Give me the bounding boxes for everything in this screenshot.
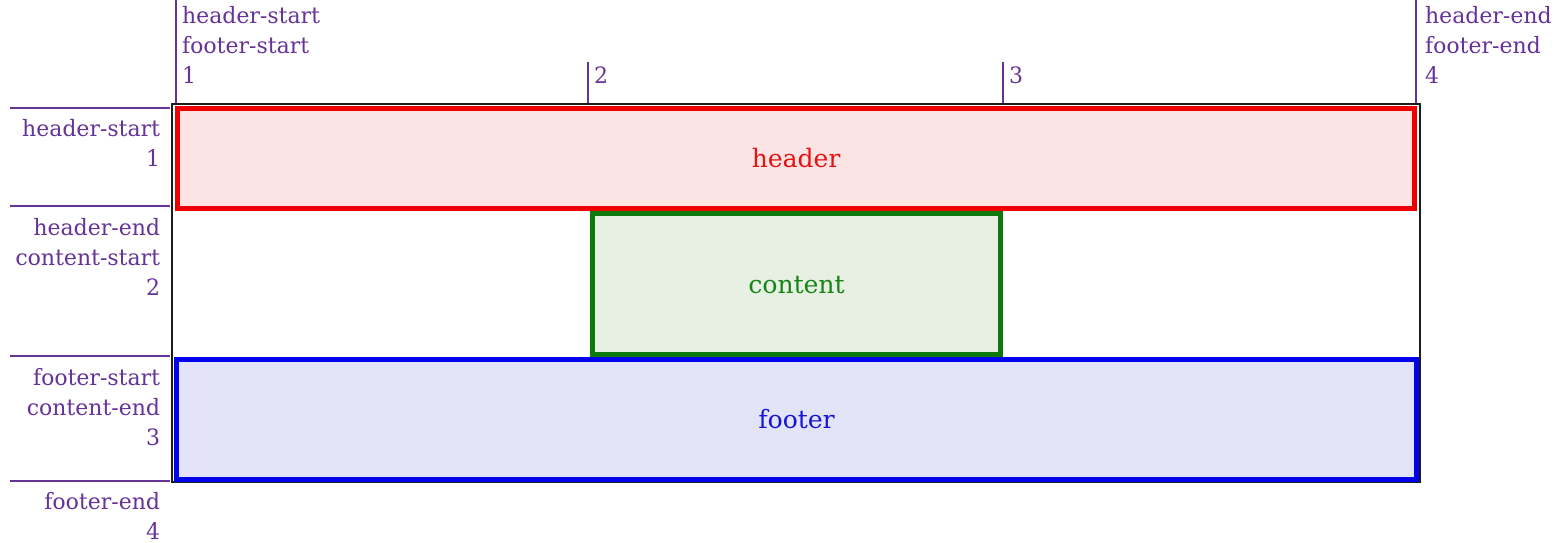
column-line-name: header-start [182, 4, 320, 29]
header-area-label: header [751, 144, 841, 173]
column-line-4-mark [1415, 0, 1417, 104]
row-line-1-labels: header-start 1 [0, 115, 160, 175]
row-line-name: header-end [33, 216, 160, 241]
footer-area-label: footer [758, 405, 835, 434]
row-line-name: footer-end [44, 490, 160, 515]
row-line-2-tick [10, 205, 170, 207]
column-line-3-labels: 3 [1009, 62, 1023, 92]
column-line-number: 2 [594, 64, 608, 89]
row-line-4-labels: footer-end 4 [0, 488, 160, 543]
column-line-2-tick [587, 62, 589, 104]
column-line-4-labels: header-end footer-end 4 [1425, 2, 1552, 92]
column-line-number: 1 [182, 64, 196, 89]
row-line-name: content-end [26, 396, 160, 421]
column-line-3-tick [1002, 62, 1004, 104]
row-line-name: footer-start [32, 366, 160, 391]
row-line-4-tick [10, 480, 170, 482]
row-line-number: 2 [146, 276, 160, 301]
row-line-3-labels: footer-start content-end 3 [0, 364, 160, 454]
row-line-1-tick [10, 107, 170, 109]
content-area: content [590, 211, 1003, 357]
content-area-label: content [748, 269, 845, 299]
column-line-name: header-end [1425, 4, 1552, 29]
row-line-number: 1 [146, 147, 160, 172]
row-line-name: header-start [22, 117, 160, 142]
row-line-number: 4 [146, 520, 160, 543]
column-line-number: 3 [1009, 64, 1023, 89]
column-line-1-labels: header-start footer-start 1 [182, 2, 320, 92]
column-line-name: footer-end [1425, 34, 1541, 59]
column-line-name: footer-start [182, 34, 310, 59]
row-line-name: content-start [15, 246, 160, 271]
column-line-1-mark [175, 0, 177, 104]
row-line-2-labels: header-end content-start 2 [0, 214, 160, 304]
column-line-number: 4 [1425, 64, 1439, 89]
footer-area: footer [174, 357, 1419, 482]
row-line-number: 3 [146, 426, 160, 451]
column-line-2-labels: 2 [594, 62, 608, 92]
header-area: header [175, 106, 1417, 211]
row-line-3-tick [10, 355, 170, 357]
